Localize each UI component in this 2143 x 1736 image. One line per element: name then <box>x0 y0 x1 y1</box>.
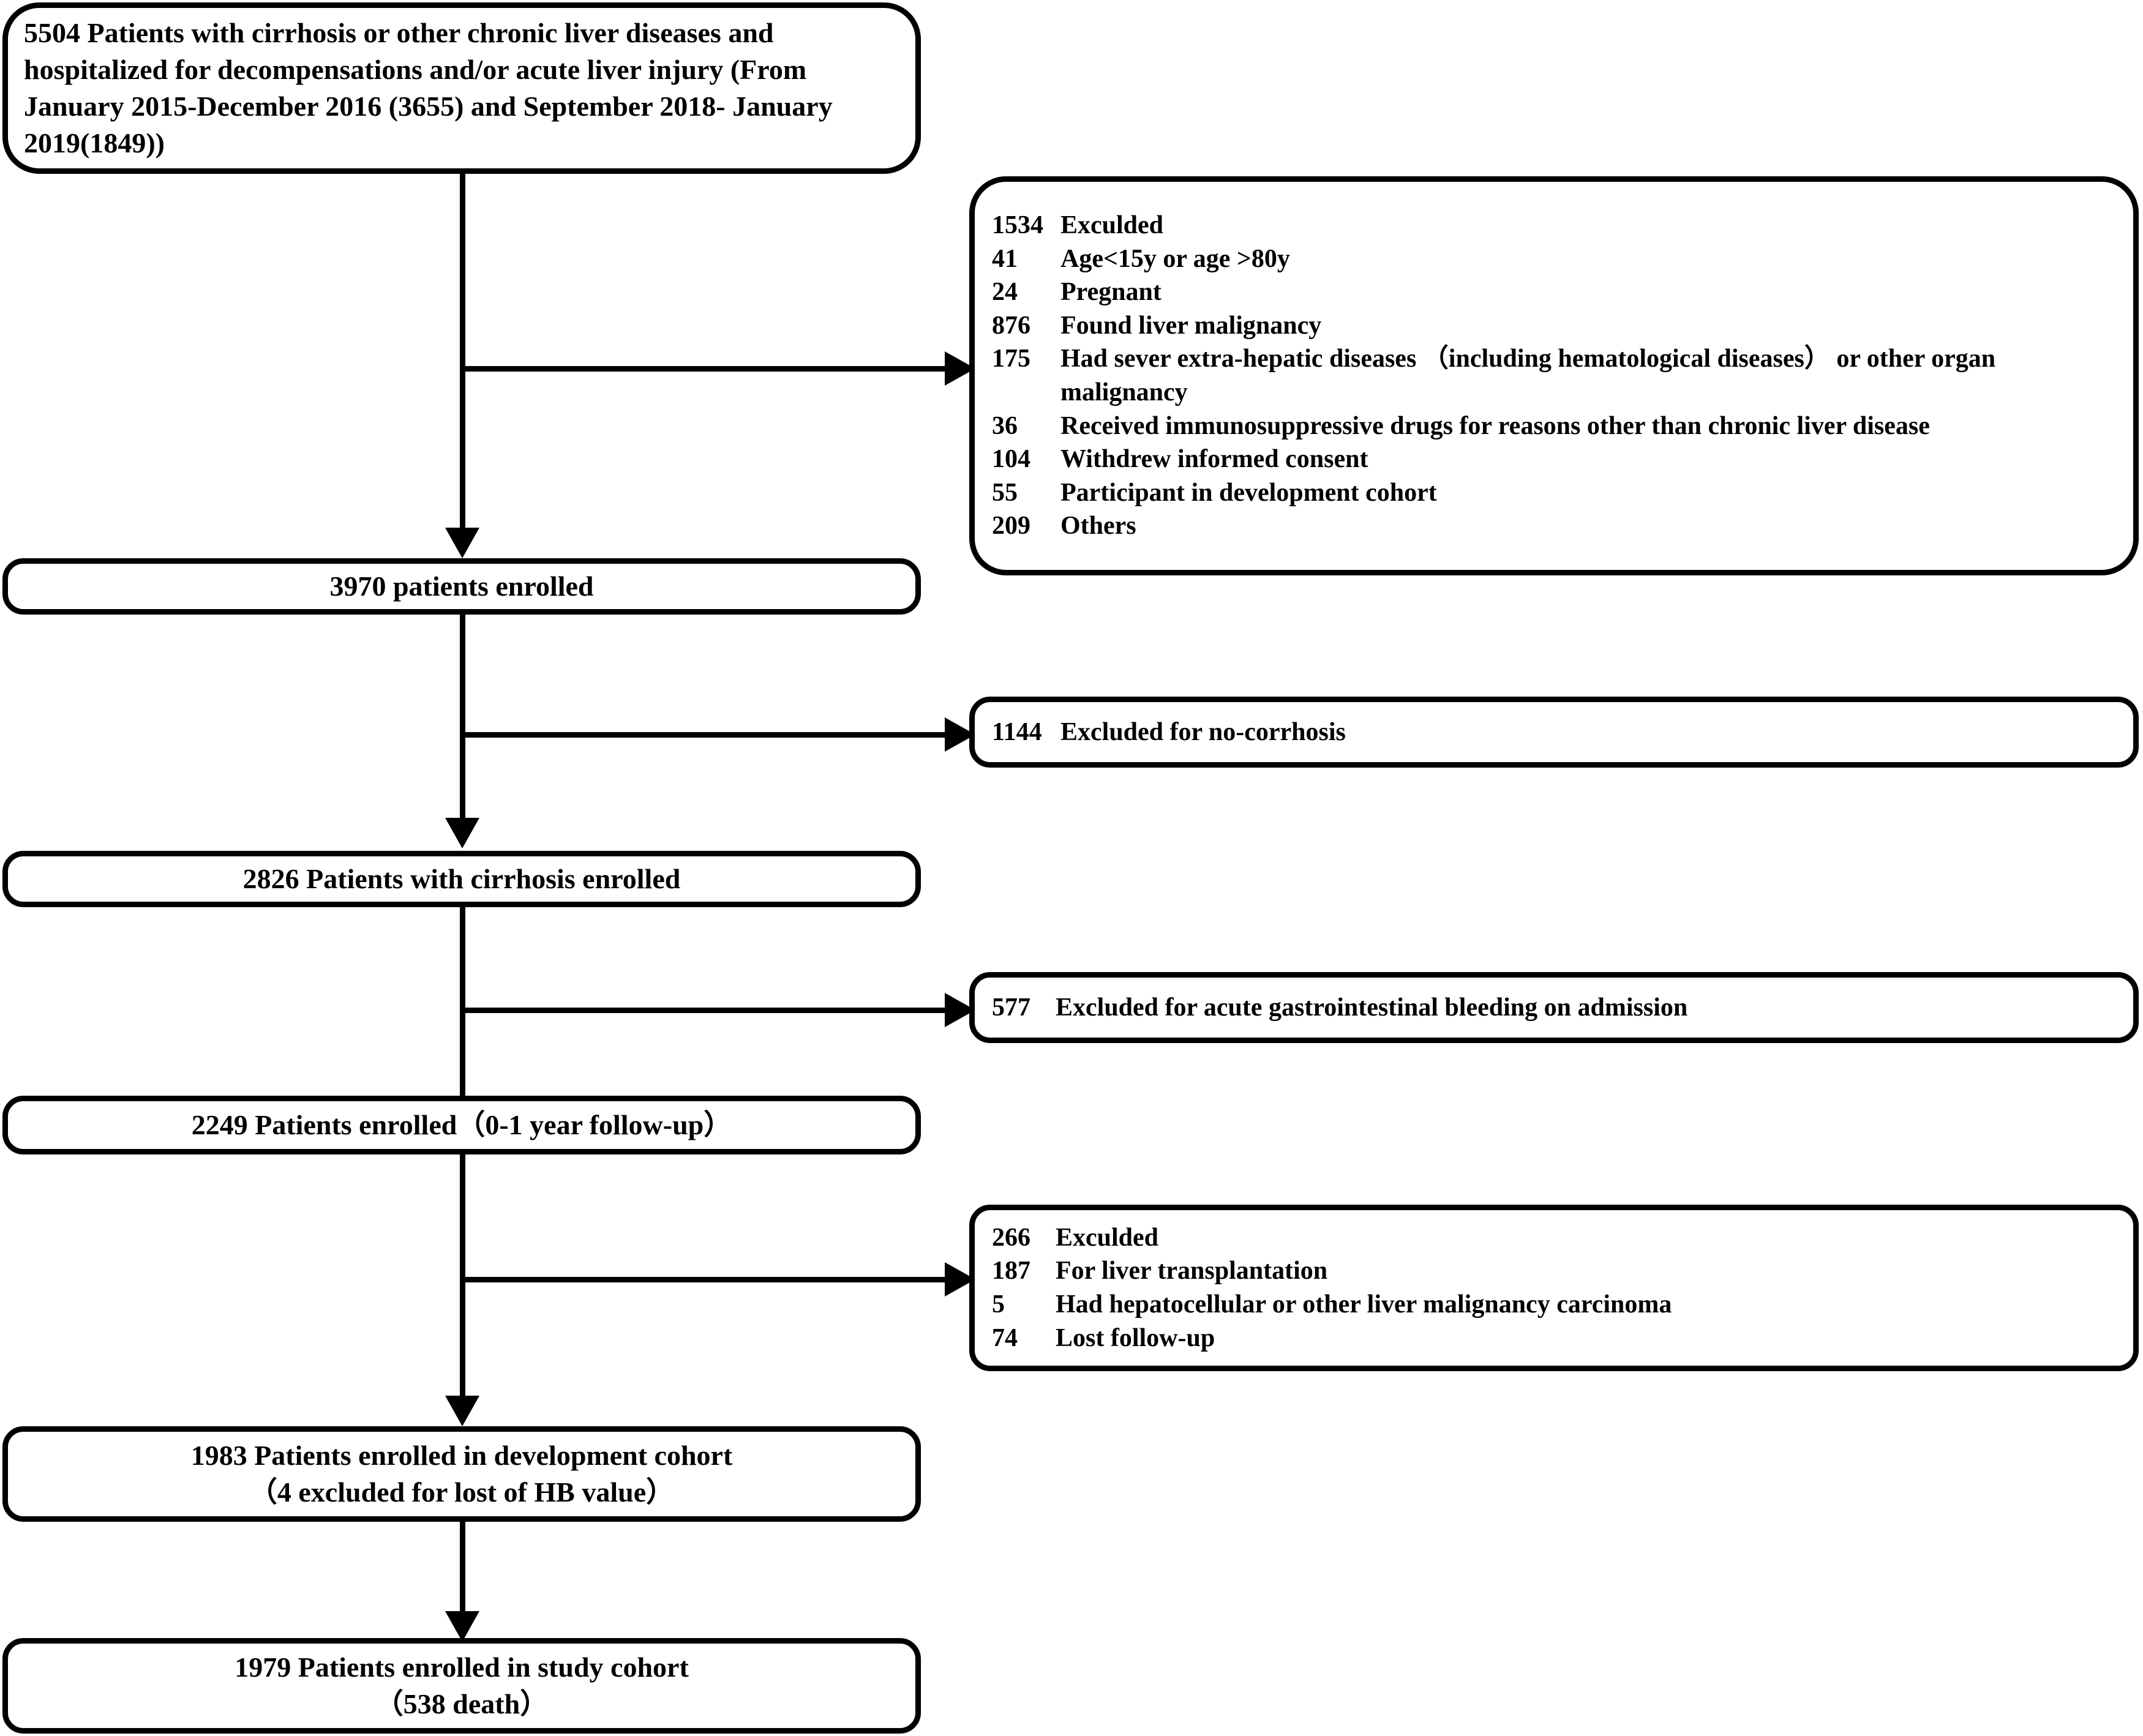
exclusion-count: 876 <box>992 311 1030 340</box>
exclusion-count: 187 <box>992 1257 1030 1285</box>
exclusion-label: Pregnant <box>1060 278 1162 307</box>
exclusion-count: 577 <box>992 993 1030 1022</box>
exclusion-count: 1534 <box>992 211 1043 240</box>
exclusion-count: 36 <box>992 411 1018 440</box>
connector-trunk-2 <box>460 615 465 821</box>
exclusion-row: 55 Participant in development cohort <box>992 476 2121 510</box>
exclusion-count: 209 <box>992 512 1030 541</box>
node-enrolled-2249: 2249 Patients enrolled（0-1 year follow-u… <box>2 1096 921 1154</box>
exclusion-label: Lost follow-up <box>1056 1323 1215 1352</box>
exclusion-row: 36 Received immunosuppressive drugs for … <box>992 410 2121 443</box>
exclusion-label: Had sever extra-hepatic diseases （includ… <box>1060 345 1996 406</box>
node-enrolled-3970: 3970 patients enrolled <box>2 558 921 615</box>
exclusion-row: 1144 Excluded for no-corrhosis <box>992 716 2119 749</box>
exclusion-count: 74 <box>992 1323 1018 1352</box>
exclusion-row: 266 Exculded <box>992 1221 2119 1255</box>
exclusion-box-no-cirrhosis: 1144 Excluded for no-corrhosis <box>969 697 2139 768</box>
node-development-1983-line-2: （4 excluded for lost of HB value） <box>249 1476 675 1508</box>
exclusion-row: 175 Had sever extra-hepatic diseases （in… <box>992 342 2121 409</box>
exclusion-row: 876 Found liver malignancy <box>992 309 2121 343</box>
node-cirrhosis-2826-line-1: 2826 Patients with cirrhosis enrolled <box>242 863 681 895</box>
node-source-cohort-text: 5504 Patients with cirrhosis or other ch… <box>24 17 833 159</box>
connector-branch-exclusion-1 <box>460 366 950 372</box>
connector-trunk-3 <box>460 907 465 1103</box>
exclusion-row: 1534 Exculded <box>992 209 2121 242</box>
node-enrolled-3970-line-1: 3970 patients enrolled <box>329 571 594 602</box>
arrowhead-to-node-1979 <box>445 1611 479 1642</box>
connector-branch-no-cirrhosis <box>460 732 950 738</box>
exclusion-row: 5 Had hepatocellular or other liver mali… <box>992 1288 2119 1322</box>
node-cirrhosis-2826: 2826 Patients with cirrhosis enrolled <box>2 851 921 907</box>
exclusion-count: 104 <box>992 445 1030 474</box>
node-source-cohort: 5504 Patients with cirrhosis or other ch… <box>2 2 921 174</box>
exclusion-row: 104 Withdrew informed consent <box>992 443 2121 476</box>
exclusion-row: 577 Excluded for acute gastrointestinal … <box>992 991 2119 1025</box>
exclusion-row: 24 Pregnant <box>992 275 2121 309</box>
exclusion-label: Excluded for no-corrhosis <box>1060 717 1346 746</box>
exclusion-row: 209 Others <box>992 509 2121 543</box>
exclusion-count: 41 <box>992 244 1018 273</box>
exclusion-count: 55 <box>992 478 1018 507</box>
exclusion-label: Received immunosuppressive drugs for rea… <box>1060 411 1930 440</box>
exclusion-label: Exculded <box>1056 1223 1159 1252</box>
node-study-1979-line-2: （538 death） <box>375 1688 549 1719</box>
exclusion-label: Had hepatocellular or other liver malign… <box>1056 1290 1672 1319</box>
node-enrolled-2249-line-1: 2249 Patients enrolled（0-1 year follow-u… <box>191 1109 732 1141</box>
exclusion-box-1: 1534 Exculded 41 Age<15y or age >80y 24 … <box>969 176 2139 575</box>
exclusion-label: Exculded <box>1060 211 1164 240</box>
exclusion-count: 175 <box>992 345 1030 373</box>
exclusion-label: For liver transplantation <box>1056 1257 1328 1285</box>
arrowhead-to-node-2826 <box>445 818 479 848</box>
connector-trunk-1 <box>460 174 465 534</box>
node-development-1983-line-1: 1983 Patients enrolled in development co… <box>190 1440 733 1472</box>
exclusion-count: 24 <box>992 278 1018 307</box>
exclusion-count: 1144 <box>992 717 1042 746</box>
exclusion-count: 266 <box>992 1223 1030 1252</box>
arrowhead-to-node-3970 <box>445 528 479 558</box>
exclusion-label: Excluded for acute gastrointestinal blee… <box>1056 993 1688 1022</box>
exclusion-box-2: 266 Exculded 187 For liver transplantati… <box>969 1205 2139 1371</box>
exclusion-label: Withdrew informed consent <box>1060 445 1368 474</box>
connector-branch-exclusion-2 <box>460 1277 950 1282</box>
connector-branch-gi-bleeding <box>460 1008 950 1013</box>
node-development-1983: 1983 Patients enrolled in development co… <box>2 1426 921 1522</box>
exclusion-label: Participant in development cohort <box>1060 478 1437 507</box>
exclusion-label: Age<15y or age >80y <box>1060 244 1290 273</box>
exclusion-row: 41 Age<15y or age >80y <box>992 242 2121 276</box>
exclusion-box-gi-bleeding: 577 Excluded for acute gastrointestinal … <box>969 972 2139 1043</box>
exclusion-row: 187 For liver transplantation <box>992 1254 2119 1288</box>
exclusion-label: Found liver malignancy <box>1060 311 1322 340</box>
exclusion-count: 5 <box>992 1290 1005 1319</box>
exclusion-row: 74 Lost follow-up <box>992 1322 2119 1355</box>
connector-trunk-5 <box>460 1522 465 1615</box>
node-study-1979-line-1: 1979 Patients enrolled in study cohort <box>235 1652 689 1683</box>
node-study-1979: 1979 Patients enrolled in study cohort （… <box>2 1638 921 1734</box>
arrowhead-to-node-1983 <box>445 1396 479 1426</box>
exclusion-label: Others <box>1060 512 1136 541</box>
